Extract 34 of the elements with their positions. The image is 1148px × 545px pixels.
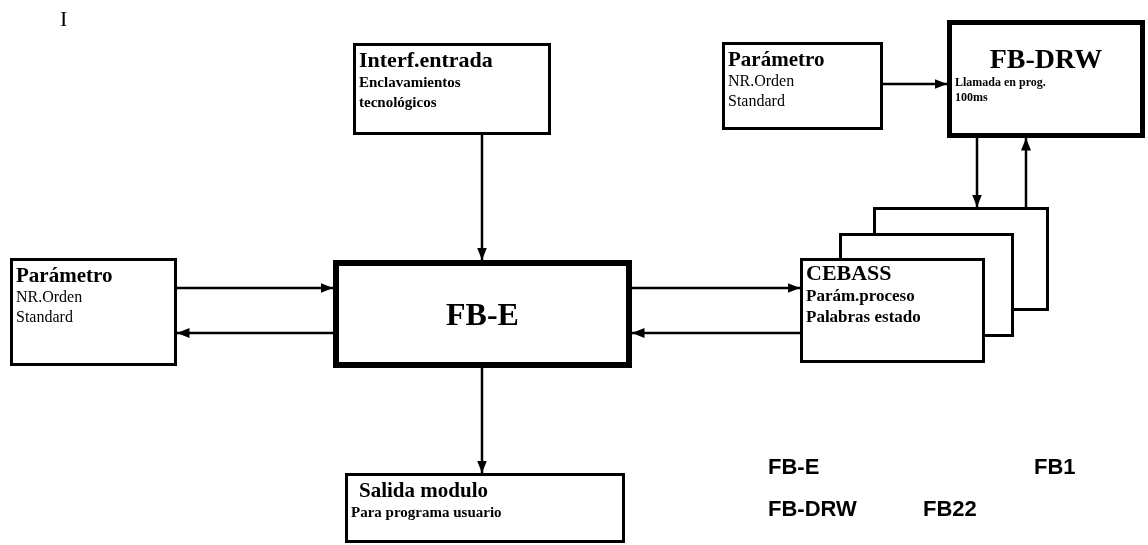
block-title: Parámetro: [16, 263, 114, 287]
note-label: I: [60, 6, 68, 32]
block-box: [722, 42, 883, 130]
block-box: [10, 258, 177, 366]
arrow: [632, 283, 800, 293]
stacked-boxes: [800, 207, 1049, 363]
block-title: FB-DRW: [988, 43, 1104, 75]
arrow: [883, 79, 947, 89]
block-title: FB-E: [446, 296, 519, 332]
block-text: Enclavamientos tecnológicos: [359, 73, 462, 112]
note-label: FB22: [923, 496, 977, 522]
block-text: Para programa usuario: [351, 503, 503, 522]
block-text: Llamada en prog. 100ms: [955, 75, 1047, 105]
arrow: [477, 368, 487, 473]
block-box: [353, 43, 551, 135]
arrow: [972, 138, 982, 207]
arrow: [177, 328, 333, 338]
block-text: NR.Orden Standard: [728, 71, 796, 111]
block-title: Interf.entrada: [359, 48, 494, 72]
block-text: NR.Orden Standard: [16, 287, 84, 327]
arrow: [1021, 138, 1031, 207]
arrow: [477, 135, 487, 260]
block-title: CEBASS: [806, 261, 893, 285]
block-box: [345, 473, 625, 543]
block-title: Salida modulo: [359, 478, 489, 502]
note-label: FB1: [1034, 454, 1076, 480]
block-title: Parámetro: [728, 47, 826, 71]
block-box: [333, 260, 632, 368]
arrow: [177, 283, 333, 293]
block-box: [947, 20, 1145, 138]
arrow: [632, 328, 800, 338]
note-label: FB-E: [768, 454, 820, 480]
note-label: FB-DRW: [768, 496, 857, 522]
block-text: Parám.proceso Palabras estado: [806, 285, 922, 327]
